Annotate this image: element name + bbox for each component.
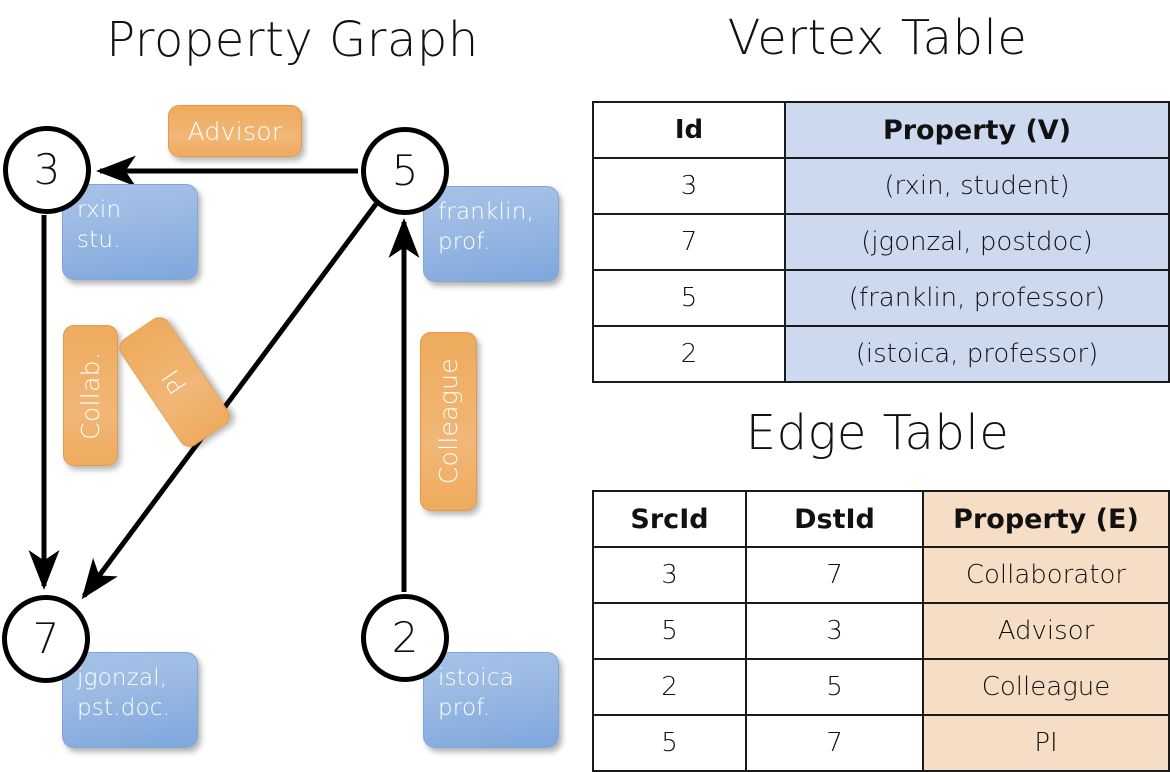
graph-node-5-label: 5 (391, 146, 419, 195)
edge-table-header-dstid: DstId (745, 490, 924, 548)
edge-cell-srcid: 5 (592, 714, 747, 772)
vertex-property-2-line1: istoica (438, 665, 514, 691)
table-row[interactable]: 5 7 PI (592, 714, 1170, 772)
edge-cell-dstid: 7 (745, 546, 924, 604)
vertex-property-3-line1: rxin (77, 197, 122, 223)
edge-cell-property: Colleague (922, 658, 1170, 716)
table-row[interactable]: 5 (franklin, professor) (592, 269, 1170, 327)
graph-node-2[interactable]: 2 (361, 594, 449, 682)
vertex-cell-id: 5 (592, 269, 786, 327)
vertex-property-box-2[interactable]: istoica prof. (423, 652, 559, 748)
page-title-vertex-table: Vertex Table (727, 10, 1028, 66)
graph-node-3[interactable]: 3 (3, 126, 91, 214)
edge-cell-srcid: 2 (592, 658, 747, 716)
vertex-property-box-3[interactable]: rxin stu. (62, 184, 198, 280)
edge-table-header-row: SrcId DstId Property (E) (592, 490, 1170, 548)
edge-table: SrcId DstId Property (E) 3 7 Collaborato… (592, 490, 1170, 772)
vertex-table-header-property: Property (V) (784, 101, 1170, 159)
graph-node-5[interactable]: 5 (361, 127, 449, 215)
vertex-table: Id Property (V) 3 (rxin, student) 7 (jgo… (592, 101, 1170, 383)
edge-cell-dstid: 5 (745, 658, 924, 716)
vertex-table-header-id: Id (592, 101, 786, 159)
edge-label-advisor[interactable]: Advisor (168, 105, 302, 157)
vertex-property-3-line2: stu. (77, 227, 121, 254)
vertex-property-5-line1: franklin, (438, 199, 535, 225)
edge-label-advisor-text: Advisor (187, 116, 283, 146)
vertex-cell-id: 2 (592, 325, 786, 383)
edge-cell-property: PI (922, 714, 1170, 772)
edge-label-collab[interactable]: Collab. (63, 325, 118, 466)
vertex-cell-property: (jgonzal, postdoc) (784, 213, 1170, 271)
edge-label-colleague[interactable]: Colleague (420, 332, 477, 511)
vertex-property-5-line2: prof. (438, 229, 491, 256)
graph-node-2-label: 2 (391, 613, 419, 662)
vertex-cell-id: 7 (592, 213, 786, 271)
edge-label-colleague-text: Colleague (434, 358, 463, 485)
table-row[interactable]: 2 (istoica, professor) (592, 325, 1170, 383)
edge-table-header-property: Property (E) (922, 490, 1170, 548)
vertex-property-box-7[interactable]: jgonzal, pst.doc. (62, 652, 198, 748)
property-graph-diagram: Advisor Collab. PI Colleague rxin stu. f… (0, 80, 585, 760)
edge-cell-srcid: 5 (592, 602, 747, 660)
edge-line-pi (81, 202, 379, 600)
page-title-property-graph: Property Graph (106, 12, 479, 68)
vertex-cell-id: 3 (592, 157, 786, 215)
vertex-cell-property: (franklin, professor) (784, 269, 1170, 327)
table-row[interactable]: 3 (rxin, student) (592, 157, 1170, 215)
table-row[interactable]: 5 3 Advisor (592, 602, 1170, 660)
table-row[interactable]: 3 7 Collaborator (592, 546, 1170, 604)
vertex-property-7-line1: jgonzal, (77, 665, 168, 691)
vertex-property-box-5[interactable]: franklin, prof. (423, 186, 559, 282)
graph-edges (28, 155, 420, 600)
table-row[interactable]: 7 (jgonzal, postdoc) (592, 213, 1170, 271)
edge-table-header-srcid: SrcId (592, 490, 747, 548)
edge-cell-dstid: 3 (745, 602, 924, 660)
edge-label-pi-text: PI (156, 364, 193, 400)
edge-cell-property: Advisor (922, 602, 1170, 660)
vertex-table-header-row: Id Property (V) (592, 101, 1170, 159)
edge-label-collab-text: Collab. (76, 351, 105, 440)
graph-node-3-label: 3 (33, 145, 61, 194)
page-title-edge-table: Edge Table (745, 405, 1010, 461)
edge-cell-srcid: 3 (592, 546, 747, 604)
vertex-cell-property: (rxin, student) (784, 157, 1170, 215)
graph-node-7[interactable]: 7 (2, 595, 90, 683)
vertex-property-2-line2: prof. (438, 695, 491, 722)
table-row[interactable]: 2 5 Colleague (592, 658, 1170, 716)
vertex-cell-property: (istoica, professor) (784, 325, 1170, 383)
graph-node-7-label: 7 (32, 614, 60, 663)
vertex-property-7-line2: pst.doc. (77, 695, 171, 722)
edge-cell-dstid: 7 (745, 714, 924, 772)
edge-cell-property: Collaborator (922, 546, 1170, 604)
